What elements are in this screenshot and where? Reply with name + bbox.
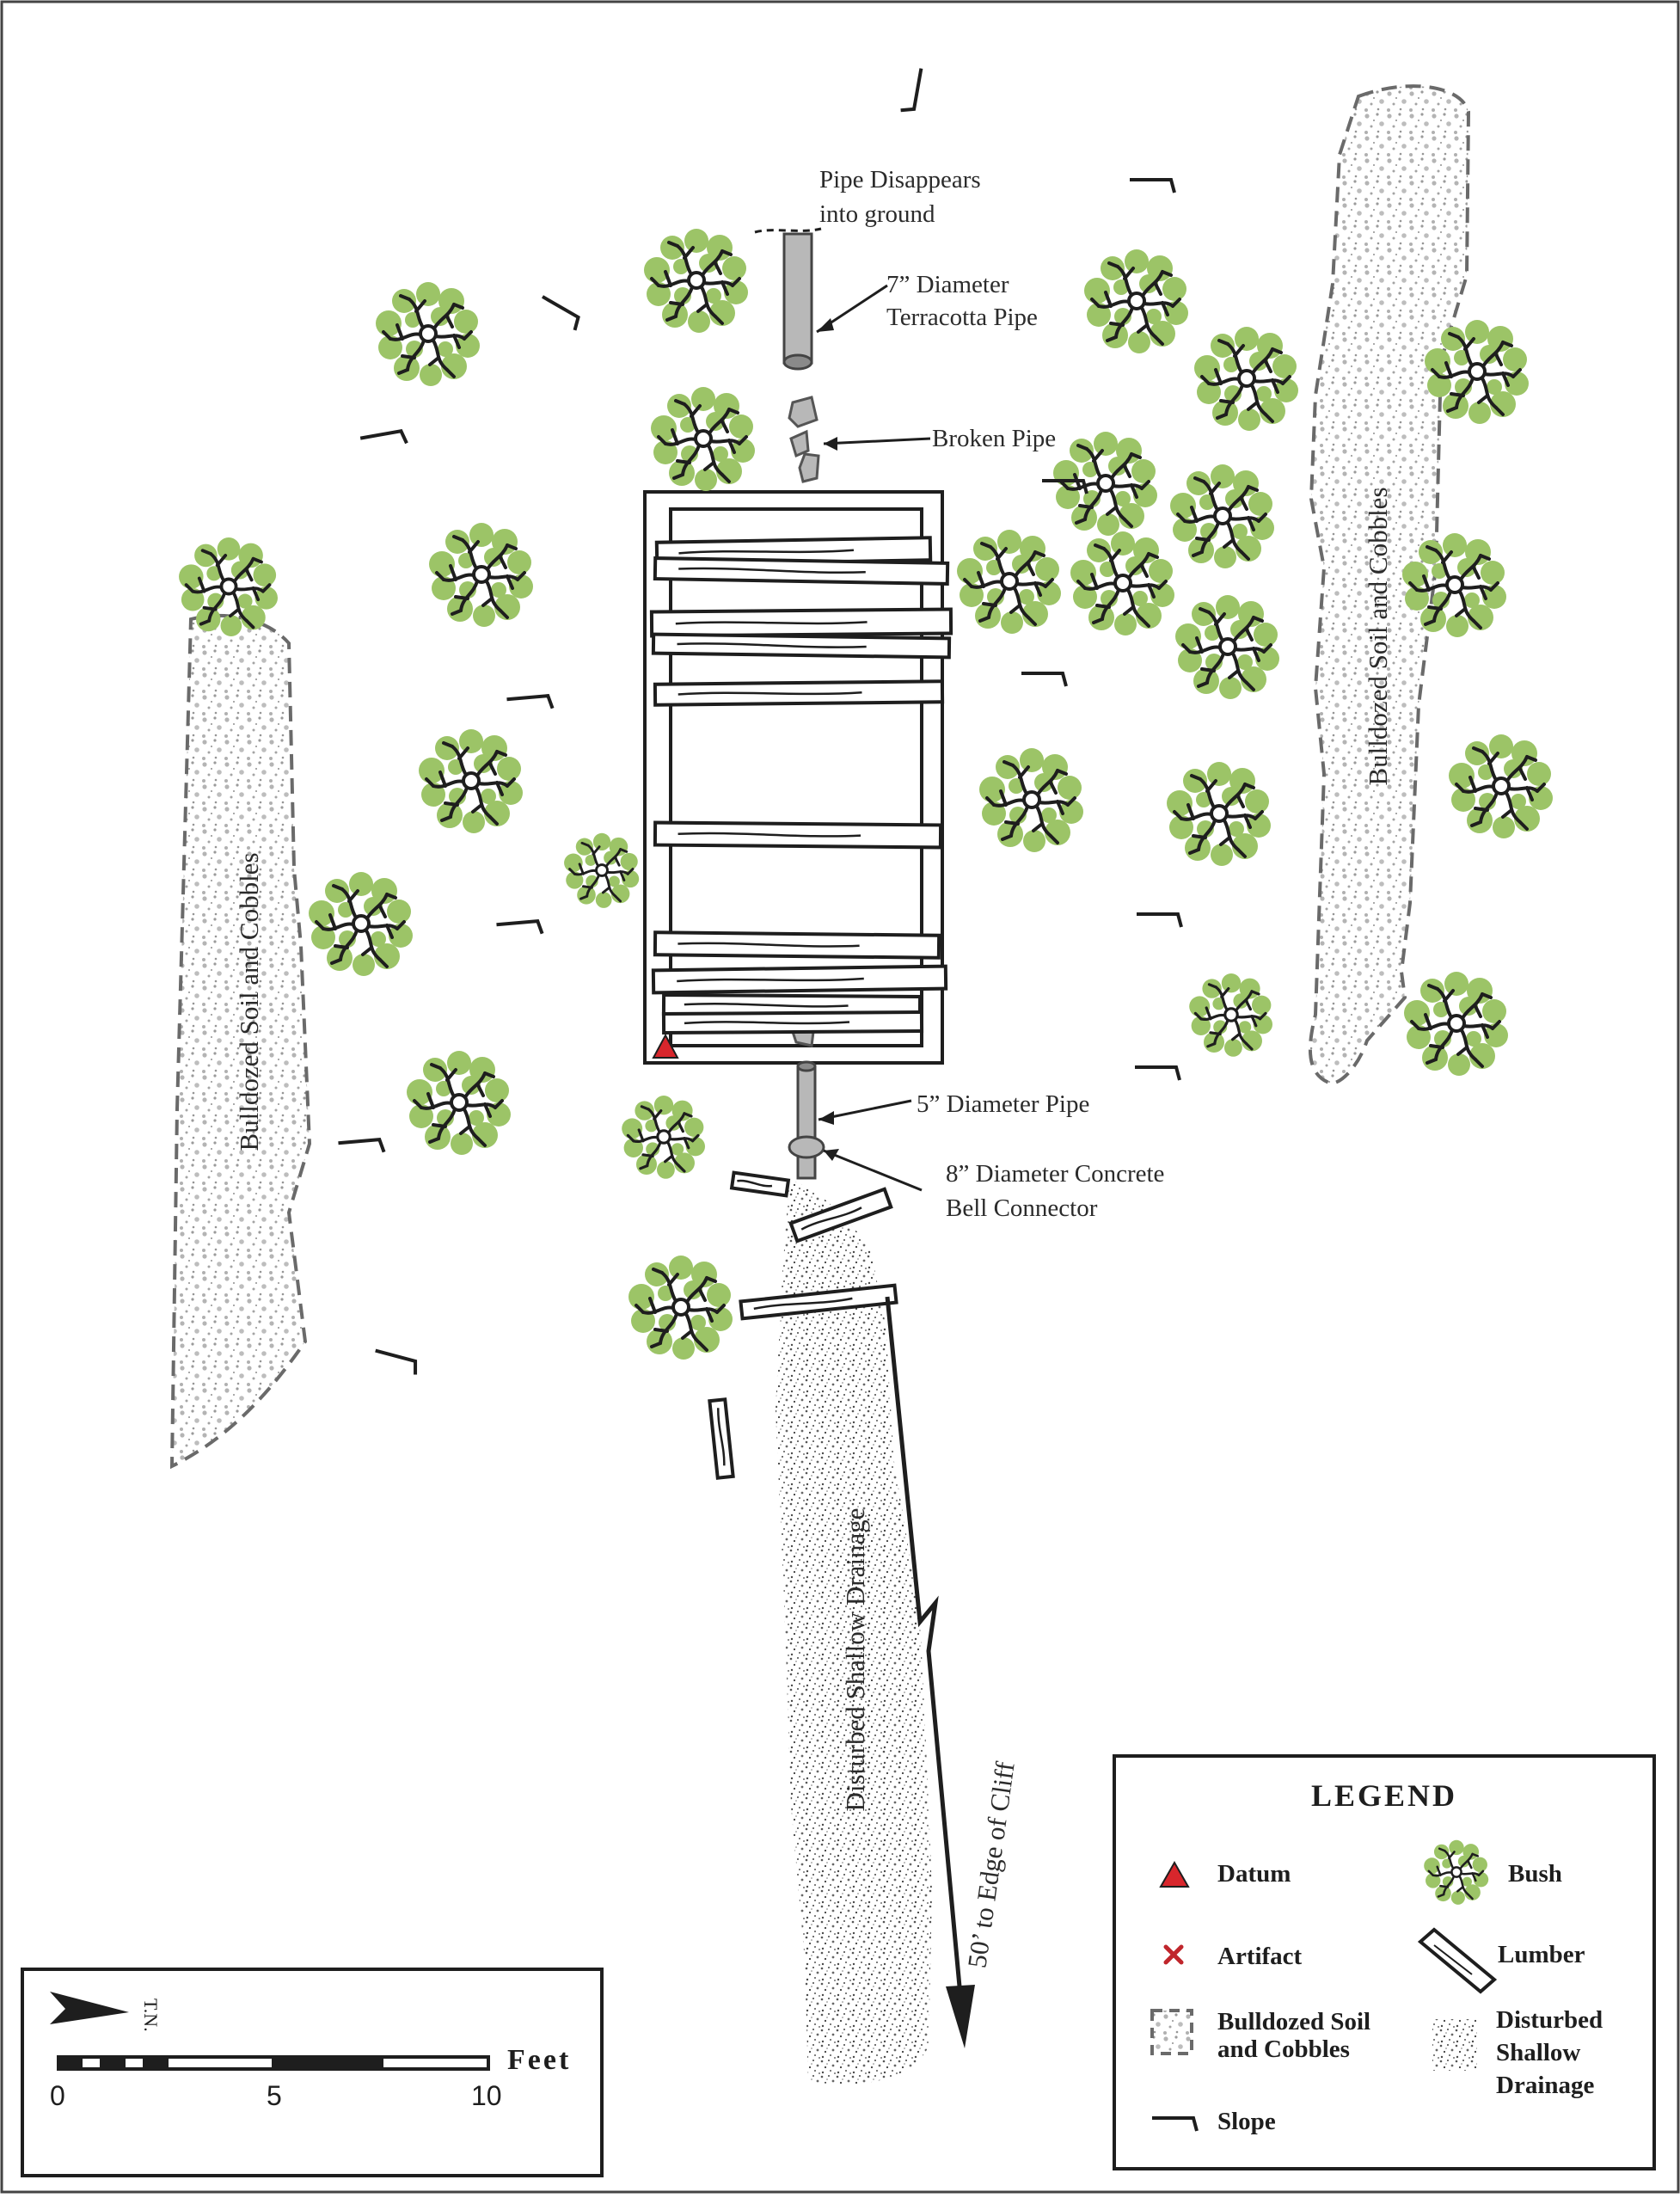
legend-lumber-icon xyxy=(1417,1927,1498,1994)
bush-icon xyxy=(1082,248,1190,355)
north-label: T.N. xyxy=(140,1998,162,2032)
bulldozed-area-right xyxy=(1308,84,1471,1086)
leader-broken-pipe xyxy=(823,437,931,445)
label-bulldozed-right: Bulldozed Soil and Cobbles xyxy=(1363,487,1393,785)
slope-arrow-icon xyxy=(494,918,544,940)
lumber-board xyxy=(788,1187,893,1243)
cliff-direction-arrow xyxy=(885,1296,975,2048)
bush-icon xyxy=(1447,733,1554,840)
terracotta-pipe xyxy=(754,227,822,371)
scale-tick-0: 0 xyxy=(50,2080,65,2111)
slope-arrow-icon xyxy=(1135,912,1183,929)
bush-icon xyxy=(374,280,481,388)
label-drainage: Disturbed Shallow Drainage xyxy=(840,1508,870,1812)
legend-bush-label: Bush xyxy=(1508,1860,1562,1888)
lumber-board xyxy=(653,820,943,850)
slope-arrow-icon xyxy=(505,693,555,715)
label-terracotta-1: 7” Diameter xyxy=(886,271,1009,298)
slope-arrow-icon xyxy=(898,64,923,114)
scale-bar-box: T.N. Feet 0 5 10 xyxy=(21,1968,604,2177)
label-bell-2: Bell Connector xyxy=(946,1194,1098,1222)
broken-pipe-fragments xyxy=(788,396,820,483)
bush-icon xyxy=(649,385,757,493)
slope-arrow-icon xyxy=(336,1137,386,1158)
legend-slope-label: Slope xyxy=(1217,2108,1276,2135)
lumber-board xyxy=(649,607,953,638)
scale-tick-10: 10 xyxy=(471,2080,502,2111)
legend-drainage-label-1: Disturbed xyxy=(1496,2006,1603,2034)
lumber-board xyxy=(661,1010,924,1035)
lumber-board xyxy=(653,556,950,586)
bush-icon xyxy=(627,1254,734,1361)
bush-icon xyxy=(955,528,1063,635)
bulldozed-area-left xyxy=(169,613,312,1470)
legend-title: LEGEND xyxy=(1311,1778,1457,1813)
bush-icon xyxy=(1187,972,1274,1059)
bush-icon xyxy=(1168,463,1276,570)
legend-drainage-label-3: Drainage xyxy=(1496,2072,1595,2099)
lumber-board xyxy=(651,964,948,995)
slope-arrow-icon xyxy=(1133,1065,1181,1082)
lumber-board xyxy=(729,1170,791,1198)
label-pipe-disappears-2: into ground xyxy=(819,200,935,228)
label-five-inch-pipe: 5” Diameter Pipe xyxy=(917,1090,1089,1118)
north-arrow-icon xyxy=(50,1992,129,2024)
legend-bulldozed-label-2: and Cobbles xyxy=(1217,2035,1350,2063)
label-bell-1: 8” Diameter Concrete xyxy=(946,1160,1164,1188)
bush-icon xyxy=(1174,593,1281,701)
lumber-board xyxy=(708,1397,735,1480)
legend-drainage-icon xyxy=(1432,2019,1477,2071)
legend-artifact-label: Artifact xyxy=(1217,1943,1303,1970)
label-terracotta-2: Terracotta Pipe xyxy=(886,304,1038,331)
bush-icon xyxy=(1193,325,1300,433)
bush-icon xyxy=(1402,970,1510,1078)
scale-tick-5: 5 xyxy=(267,2080,282,2111)
legend-datum-label: Datum xyxy=(1217,1860,1291,1888)
bush-icon xyxy=(307,870,414,978)
legend-artifact-icon xyxy=(1163,1944,1184,1965)
lumber-board xyxy=(651,632,952,660)
legend-lumber-label: Lumber xyxy=(1498,1941,1585,1968)
legend-datum-icon xyxy=(1159,1860,1190,1888)
bush-icon xyxy=(427,521,535,629)
bush-icon xyxy=(978,746,1085,854)
lumber-board xyxy=(653,930,941,960)
bush-icon xyxy=(405,1049,512,1157)
slope-arrow-icon xyxy=(359,428,408,453)
label-cliff: 50’ to Edge of Cliff xyxy=(961,1759,1020,1970)
scale-unit: Feet xyxy=(507,2044,571,2076)
label-pipe-disappears-1: Pipe Disappears xyxy=(819,166,981,193)
drainage-area xyxy=(776,1180,932,2084)
bush-icon xyxy=(620,1094,707,1181)
label-bulldozed-left: Bulldozed Soil and Cobbles xyxy=(234,852,264,1151)
lumber-board xyxy=(653,679,945,707)
datum-marker xyxy=(652,1033,679,1059)
slope-arrow-icon xyxy=(534,294,584,332)
legend-drainage-label-2: Shallow xyxy=(1496,2039,1580,2066)
legend-bulldozed-icon xyxy=(1150,2009,1193,2055)
slope-arrow-icon xyxy=(1128,178,1176,194)
legend-box: LEGEND Datum Bush Artifact Lumber Bulldo… xyxy=(1113,1754,1656,2170)
bush-icon xyxy=(562,832,641,910)
slope-arrow-icon xyxy=(1020,672,1068,688)
legend-bulldozed-label-1: Bulldozed Soil xyxy=(1217,2008,1370,2035)
label-broken-pipe: Broken Pipe xyxy=(932,425,1056,452)
leader-bell xyxy=(823,1149,923,1192)
lumber-board xyxy=(739,1283,898,1321)
bush-icon xyxy=(642,227,750,335)
bush-icon xyxy=(1069,530,1176,637)
bush-icon xyxy=(1052,430,1159,537)
bush-icon xyxy=(1165,760,1272,868)
lumber-group xyxy=(649,536,953,1480)
bell-connector xyxy=(788,1135,825,1159)
bush-icon xyxy=(417,728,524,835)
slope-arrow-icon xyxy=(370,1348,420,1377)
